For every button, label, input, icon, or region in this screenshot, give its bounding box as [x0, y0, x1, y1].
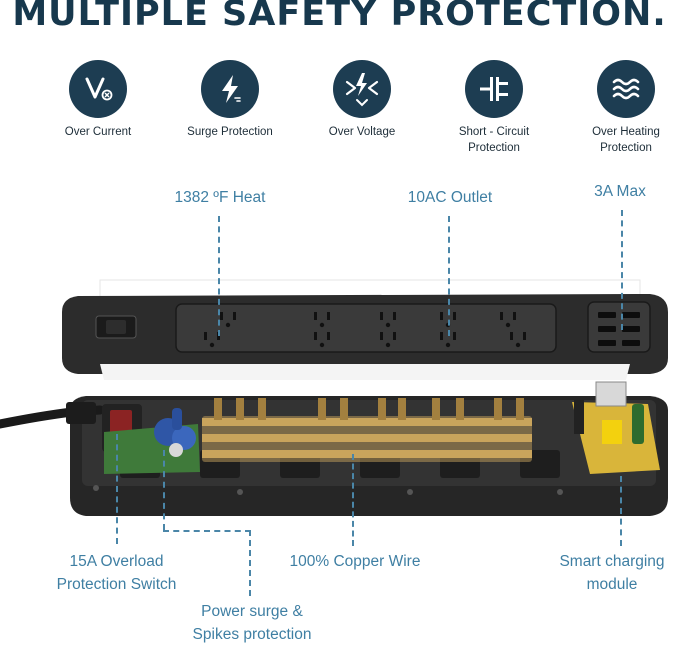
callout-overload-switch: 15A Overload Protection Switch [56, 553, 177, 593]
leader-line-charging [620, 476, 622, 546]
callout-max: 3A Max [594, 183, 646, 200]
feature-label: Over Heating Protection [592, 126, 660, 154]
feature-surge-protection: Surge Protection [165, 60, 295, 140]
leader-line-surge-horizontal [163, 530, 251, 532]
over-current-icon [69, 60, 127, 118]
leader-line-surge-vertical-2 [249, 530, 251, 596]
feature-label: Short - Circuit Protection [458, 126, 530, 154]
outlet [314, 332, 330, 348]
power-strip-top-cover [62, 294, 668, 380]
smart-charging-module [572, 381, 660, 474]
feature-label: Over Current [64, 126, 132, 138]
outlet [500, 312, 516, 328]
leader-line-max [621, 210, 623, 330]
leader-line-outlet [448, 216, 450, 336]
outlet [204, 332, 220, 348]
feature-label: Over Voltage [328, 126, 396, 138]
leader-line-heat [218, 216, 220, 336]
callout-heat: 1382 ºF Heat [174, 189, 266, 206]
callout-surge-spikes: Power surge & Spikes protection [192, 603, 312, 643]
outlet [510, 332, 526, 348]
outlet [380, 312, 396, 328]
short-circuit-icon [465, 60, 523, 118]
ac-outlets [204, 312, 526, 348]
feature-short-circuit: Short - Circuit Protection [429, 60, 559, 156]
outlet [380, 332, 396, 348]
outlet [220, 312, 236, 328]
outlet [440, 332, 456, 348]
leader-line-overload [116, 434, 118, 544]
leader-line-surge-vertical-1 [163, 450, 165, 530]
power-strip-exploded-illustration [0, 279, 668, 516]
feature-over-heating: Over Heating Protection [561, 60, 679, 156]
lightning-bolt-icon [201, 60, 259, 118]
page-title: MULTIPLE SAFETY PROTECTION. [12, 0, 667, 34]
copper-wire-bus [202, 398, 532, 462]
surge-protection-board [104, 408, 200, 474]
callout-outlet: 10AC Outlet [407, 189, 493, 206]
feature-label: Surge Protection [187, 126, 273, 138]
outlet [314, 312, 330, 328]
feature-over-voltage: Over Voltage [297, 60, 427, 140]
callout-copper-wire: 100% Copper Wire [289, 553, 421, 570]
leader-line-copper [352, 454, 354, 546]
feature-over-current: Over Current [33, 60, 163, 140]
heat-waves-icon [597, 60, 655, 118]
callout-smart-charging: Smart charging module [559, 553, 665, 593]
usb-ports [598, 312, 640, 346]
over-voltage-icon [333, 60, 391, 118]
